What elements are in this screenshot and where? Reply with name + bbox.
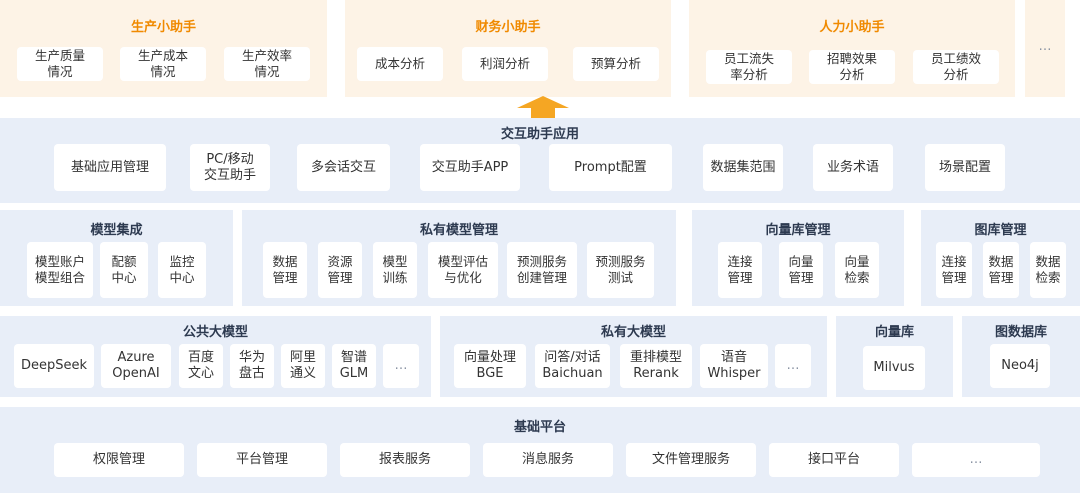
app-item-multi-session[interactable]: 多会话交互 bbox=[297, 144, 390, 191]
budget-analysis-chip[interactable]: 预算分析 bbox=[573, 47, 659, 81]
graph-mgmt-panel: 图库管理 连接 管理 数据 管理 数据 检索 bbox=[921, 210, 1080, 306]
graph-db-title: 图数据库 bbox=[994, 325, 1047, 340]
private-models-more[interactable]: … bbox=[775, 344, 811, 388]
neo4j-chip[interactable]: Neo4j bbox=[990, 344, 1050, 388]
monitor-center-chip[interactable]: 监控 中心 bbox=[158, 242, 206, 298]
baichuan-chip[interactable]: 问答/对话 Baichuan bbox=[535, 344, 610, 388]
up-arrow-icon bbox=[517, 96, 569, 120]
graph-data-mgmt-chip[interactable]: 数据 管理 bbox=[983, 242, 1019, 298]
model-integration-panel: 模型集成 模型账户 模型组合 配额 中心 监控 中心 bbox=[0, 210, 233, 306]
file-service-chip[interactable]: 文件管理服务 bbox=[626, 443, 756, 477]
graph-data-search-chip[interactable]: 数据 检索 bbox=[1030, 242, 1066, 298]
public-models-panel: 公共大模型 DeepSeek Azure OpenAI 百度 文心 华为 盘古 … bbox=[0, 316, 431, 397]
more-assistants-panel: … bbox=[1025, 0, 1065, 97]
permission-mgmt-chip[interactable]: 权限管理 bbox=[54, 443, 184, 477]
message-service-chip[interactable]: 消息服务 bbox=[483, 443, 613, 477]
graph-db-panel: 图数据库 Neo4j bbox=[962, 316, 1080, 397]
private-models-panel: 私有大模型 向量处理 BGE 问答/对话 Baichuan 重排模型 Reran… bbox=[440, 316, 827, 397]
model-account-chip[interactable]: 模型账户 模型组合 bbox=[27, 242, 93, 298]
vector-connection-chip[interactable]: 连接 管理 bbox=[718, 242, 762, 298]
predict-create-chip[interactable]: 预测服务 创建管理 bbox=[507, 242, 577, 298]
graph-mgmt-title: 图库管理 bbox=[974, 223, 1027, 238]
deepseek-chip[interactable]: DeepSeek bbox=[14, 344, 94, 388]
bge-chip[interactable]: 向量处理 BGE bbox=[454, 344, 526, 388]
app-item-basic-mgmt[interactable]: 基础应用管理 bbox=[54, 144, 166, 191]
public-models-more[interactable]: … bbox=[383, 344, 419, 388]
production-assistant-title: 生产小助手 bbox=[130, 20, 196, 35]
milvus-chip[interactable]: Milvus bbox=[863, 346, 925, 390]
hr-assistant-title: 人力小助手 bbox=[819, 20, 885, 35]
app-layer-title: 交互助手应用 bbox=[500, 127, 579, 142]
private-model-mgmt-panel: 私有模型管理 数据 管理 资源 管理 模型 训练 模型评估 与优化 预测服务 创… bbox=[242, 210, 676, 306]
vector-mgmt-title: 向量库管理 bbox=[765, 223, 831, 238]
graph-connection-chip[interactable]: 连接 管理 bbox=[936, 242, 972, 298]
cost-analysis-chip[interactable]: 成本分析 bbox=[357, 47, 443, 81]
production-quality-chip[interactable]: 生产质量 情况 bbox=[17, 47, 103, 81]
report-service-chip[interactable]: 报表服务 bbox=[340, 443, 470, 477]
profit-analysis-chip[interactable]: 利润分析 bbox=[462, 47, 548, 81]
vector-mgmt-panel: 向量库管理 连接 管理 向量 管理 向量 检索 bbox=[692, 210, 904, 306]
performance-analysis-chip[interactable]: 员工绩效 分析 bbox=[913, 50, 999, 84]
base-platform-panel: 基础平台 权限管理 平台管理 报表服务 消息服务 文件管理服务 接口平台 … bbox=[0, 407, 1080, 493]
vector-db-panel: 向量库 Milvus bbox=[836, 316, 953, 397]
finance-assistant-panel: 财务小助手 成本分析 利润分析 预算分析 bbox=[345, 0, 671, 97]
hr-assistant-panel: 人力小助手 员工流失 率分析 招聘效果 分析 员工绩效 分析 bbox=[689, 0, 1015, 97]
production-efficiency-chip[interactable]: 生产效率 情况 bbox=[224, 47, 310, 81]
quota-center-chip[interactable]: 配额 中心 bbox=[100, 242, 148, 298]
finance-assistant-title: 财务小助手 bbox=[475, 20, 541, 35]
production-cost-chip[interactable]: 生产成本 情况 bbox=[120, 47, 206, 81]
data-mgmt-chip[interactable]: 数据 管理 bbox=[263, 242, 307, 298]
app-layer-panel: 交互助手应用 基础应用管理 PC/移动 交互助手 多会话交互 交互助手APP P… bbox=[0, 118, 1080, 203]
vector-db-title: 向量库 bbox=[874, 325, 914, 340]
app-item-assistant-app[interactable]: 交互助手APP bbox=[420, 144, 520, 191]
private-models-title: 私有大模型 bbox=[600, 325, 666, 340]
model-training-chip[interactable]: 模型 训练 bbox=[373, 242, 417, 298]
recruit-analysis-chip[interactable]: 招聘效果 分析 bbox=[809, 50, 895, 84]
production-assistant-panel: 生产小助手 生产质量 情况 生产成本 情况 生产效率 情况 bbox=[0, 0, 327, 97]
api-platform-chip[interactable]: 接口平台 bbox=[769, 443, 899, 477]
ali-tongyi-chip[interactable]: 阿里 通义 bbox=[281, 344, 325, 388]
app-item-pc-mobile[interactable]: PC/移动 交互助手 bbox=[190, 144, 270, 191]
baidu-wenxin-chip[interactable]: 百度 文心 bbox=[179, 344, 223, 388]
whisper-chip[interactable]: 语音 Whisper bbox=[700, 344, 768, 388]
zhipu-glm-chip[interactable]: 智谱 GLM bbox=[332, 344, 376, 388]
app-item-scene-config[interactable]: 场景配置 bbox=[925, 144, 1005, 191]
attrition-analysis-chip[interactable]: 员工流失 率分析 bbox=[706, 50, 792, 84]
vector-manage-chip[interactable]: 向量 管理 bbox=[779, 242, 823, 298]
rerank-chip[interactable]: 重排模型 Rerank bbox=[620, 344, 692, 388]
model-integration-title: 模型集成 bbox=[90, 223, 143, 238]
private-model-mgmt-title: 私有模型管理 bbox=[419, 223, 498, 238]
public-models-title: 公共大模型 bbox=[182, 325, 248, 340]
predict-test-chip[interactable]: 预测服务 测试 bbox=[587, 242, 654, 298]
azure-openai-chip[interactable]: Azure OpenAI bbox=[101, 344, 171, 388]
app-item-prompt-config[interactable]: Prompt配置 bbox=[549, 144, 672, 191]
more-assistants-ellipsis[interactable]: … bbox=[1038, 39, 1052, 54]
app-item-dataset-scope[interactable]: 数据集范围 bbox=[703, 144, 783, 191]
platform-mgmt-chip[interactable]: 平台管理 bbox=[197, 443, 327, 477]
base-platform-title: 基础平台 bbox=[513, 420, 566, 435]
model-eval-chip[interactable]: 模型评估 与优化 bbox=[428, 242, 498, 298]
resource-mgmt-chip[interactable]: 资源 管理 bbox=[318, 242, 362, 298]
vector-search-chip[interactable]: 向量 检索 bbox=[835, 242, 879, 298]
base-platform-more[interactable]: … bbox=[912, 443, 1040, 477]
app-item-business-terms[interactable]: 业务术语 bbox=[813, 144, 893, 191]
huawei-pangu-chip[interactable]: 华为 盘古 bbox=[230, 344, 274, 388]
